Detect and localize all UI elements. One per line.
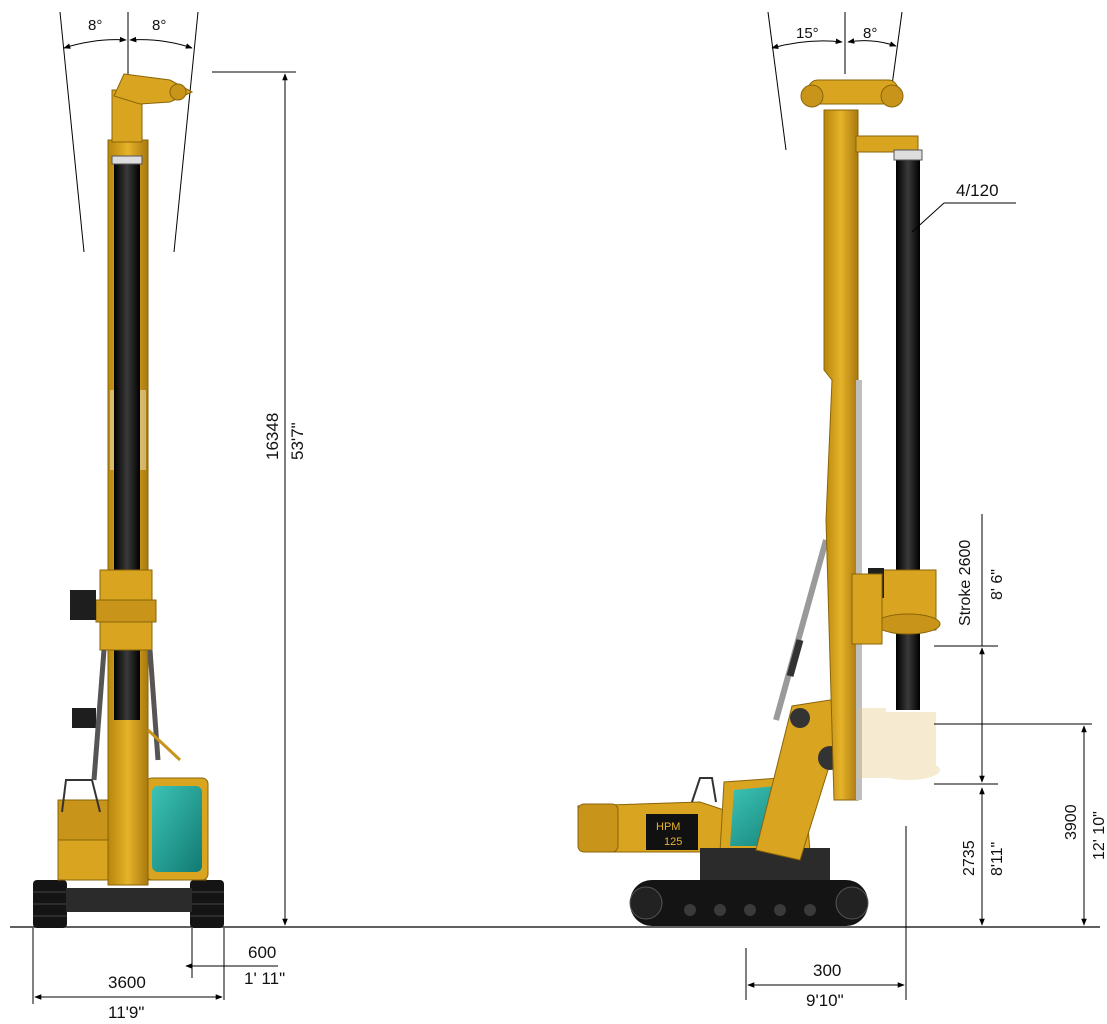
side-kelly-cap [893,149,923,161]
front-angle-arc-right [129,36,193,49]
front-track-treads [33,891,224,917]
side-model-badge-line2: 125 [664,836,682,848]
side-radius-ft: 9'10" [806,991,844,1010]
side-kelly-leader [911,202,945,233]
side-radius-mm: 300 [813,961,841,980]
side-height-b-ft: 12' 10" [1091,811,1107,860]
side-model-badge [646,814,698,850]
front-angle-right-label: 8° [152,17,166,34]
front-side-arm [146,728,182,762]
side-tilt-line-left [767,11,787,151]
front-kelly-cap [111,155,143,165]
side-height-a-ft: 8'11" [989,842,1006,876]
side-track [630,880,868,926]
side-kelly-head-arm [855,135,919,153]
front-motor [70,590,96,620]
side-model-badge-line1: HPM [656,821,680,833]
front-strut-right [147,649,161,761]
side-height-b-mm: 3900 [1063,804,1080,840]
front-handrail [61,779,101,813]
side-crown-sheave-right [880,84,904,108]
side-angle-right-label: 8° [863,25,877,42]
side-stroke-mm: Stroke 2600 [957,540,974,626]
side-hydraulic-rod [786,639,804,677]
front-rotary-drive-ring [95,599,157,623]
front-undercarriage [66,888,192,912]
side-boom-pivot [790,708,810,728]
front-crown-pulley [169,83,187,101]
front-strut-left [91,649,107,781]
front-counterweight [57,799,109,841]
side-handrail [691,777,717,803]
side-counterweight [577,803,619,853]
side-view: 15° 8° HPM 125 [577,11,1107,1010]
side-crown-sheave-left [800,84,824,108]
front-cab-window [152,786,202,872]
side-angle-left-label: 15° [796,25,819,42]
front-tilt-line-right [173,11,199,253]
side-mast [823,109,859,801]
front-height-ft: 53'7" [288,422,307,460]
side-height-a-mm: 2735 [961,840,978,876]
front-angle-left-label: 8° [88,17,102,34]
side-rotary-drive-ring [875,613,941,635]
side-stroke-ft: 8' 6" [989,569,1006,600]
side-sled [851,573,883,645]
front-width-ft: 11'9" [108,1003,144,1022]
front-winch [72,708,96,728]
front-height-mm: 16348 [263,413,282,460]
front-offset-mm: 600 [248,943,276,962]
side-angle-arc-left [771,38,843,50]
front-width-mm: 3600 [108,973,146,992]
front-view: 8° 8° [32,11,307,1022]
side-track-rollers [629,886,869,920]
front-offset-ft: 1' 11" [244,969,285,988]
front-tilt-line-left [59,11,85,253]
side-kelly-label: 4/120 [956,181,999,200]
side-hydraulic-cylinder [773,539,829,721]
side-rotary-drive-lowered [858,708,940,780]
side-angle-arc-right [847,38,897,47]
side-carbody [700,848,830,880]
front-angle-arc-left [63,36,127,49]
